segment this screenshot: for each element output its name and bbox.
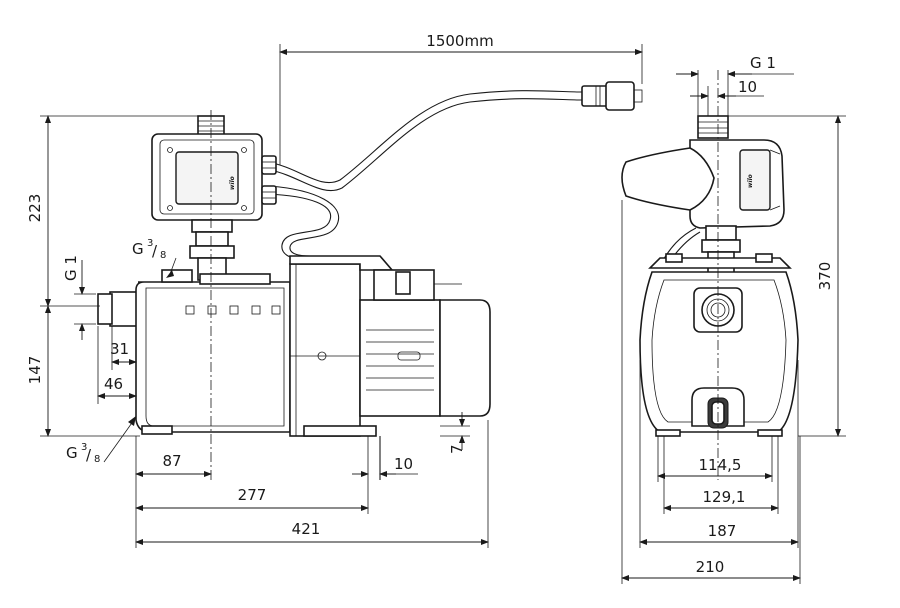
motor bbox=[289, 255, 491, 480]
pump-body-front bbox=[639, 271, 799, 433]
label-thread-top: G 3 / 8 bbox=[132, 238, 177, 278]
svg-text:G: G bbox=[66, 444, 78, 462]
cable-plug bbox=[581, 81, 643, 111]
dim-210: 210 bbox=[696, 558, 725, 576]
label-thread-outlet: G 1 bbox=[62, 255, 80, 281]
dim-187: 187 bbox=[708, 522, 737, 540]
dim-87: 87 bbox=[162, 452, 181, 470]
dim-114-5: 114,5 bbox=[699, 456, 742, 474]
svg-text:3: 3 bbox=[81, 442, 87, 453]
cable-loop bbox=[267, 193, 332, 263]
dim-277: 277 bbox=[238, 486, 267, 504]
svg-text:8: 8 bbox=[94, 454, 100, 465]
label-thread-bottom: G 3 / 8 bbox=[66, 416, 136, 465]
dim-46: 46 bbox=[104, 375, 123, 393]
dim-height-223: 223 bbox=[26, 194, 44, 223]
svg-text:/: / bbox=[86, 446, 92, 464]
pressure-switch-box: wilo bbox=[151, 115, 277, 281]
pump-housing bbox=[97, 269, 291, 435]
power-cable bbox=[267, 90, 583, 184]
front-view: wilo G 1 10 bbox=[621, 54, 846, 584]
dim-cable-length: 1500mm bbox=[426, 32, 493, 50]
dim-7: 7 bbox=[448, 444, 466, 454]
svg-text:8: 8 bbox=[160, 250, 166, 261]
svg-text:G: G bbox=[132, 240, 144, 258]
dim-129-1: 129,1 bbox=[703, 488, 746, 506]
dim-10-side: 10 bbox=[394, 455, 413, 473]
label-thread-front: G 1 bbox=[750, 54, 776, 72]
dim-height-147: 147 bbox=[26, 356, 44, 385]
dim-421: 421 bbox=[292, 520, 321, 538]
dim-10-front: 10 bbox=[738, 78, 757, 96]
dim-height-370: 370 bbox=[816, 262, 834, 291]
brand-logo-side: wilo bbox=[229, 176, 236, 190]
brand-logo-front: wilo bbox=[747, 174, 754, 188]
svg-text:3: 3 bbox=[147, 238, 153, 249]
svg-text:/: / bbox=[152, 242, 158, 260]
dim-31: 31 bbox=[110, 340, 129, 358]
side-view: 1500mm wilo bbox=[26, 32, 643, 548]
